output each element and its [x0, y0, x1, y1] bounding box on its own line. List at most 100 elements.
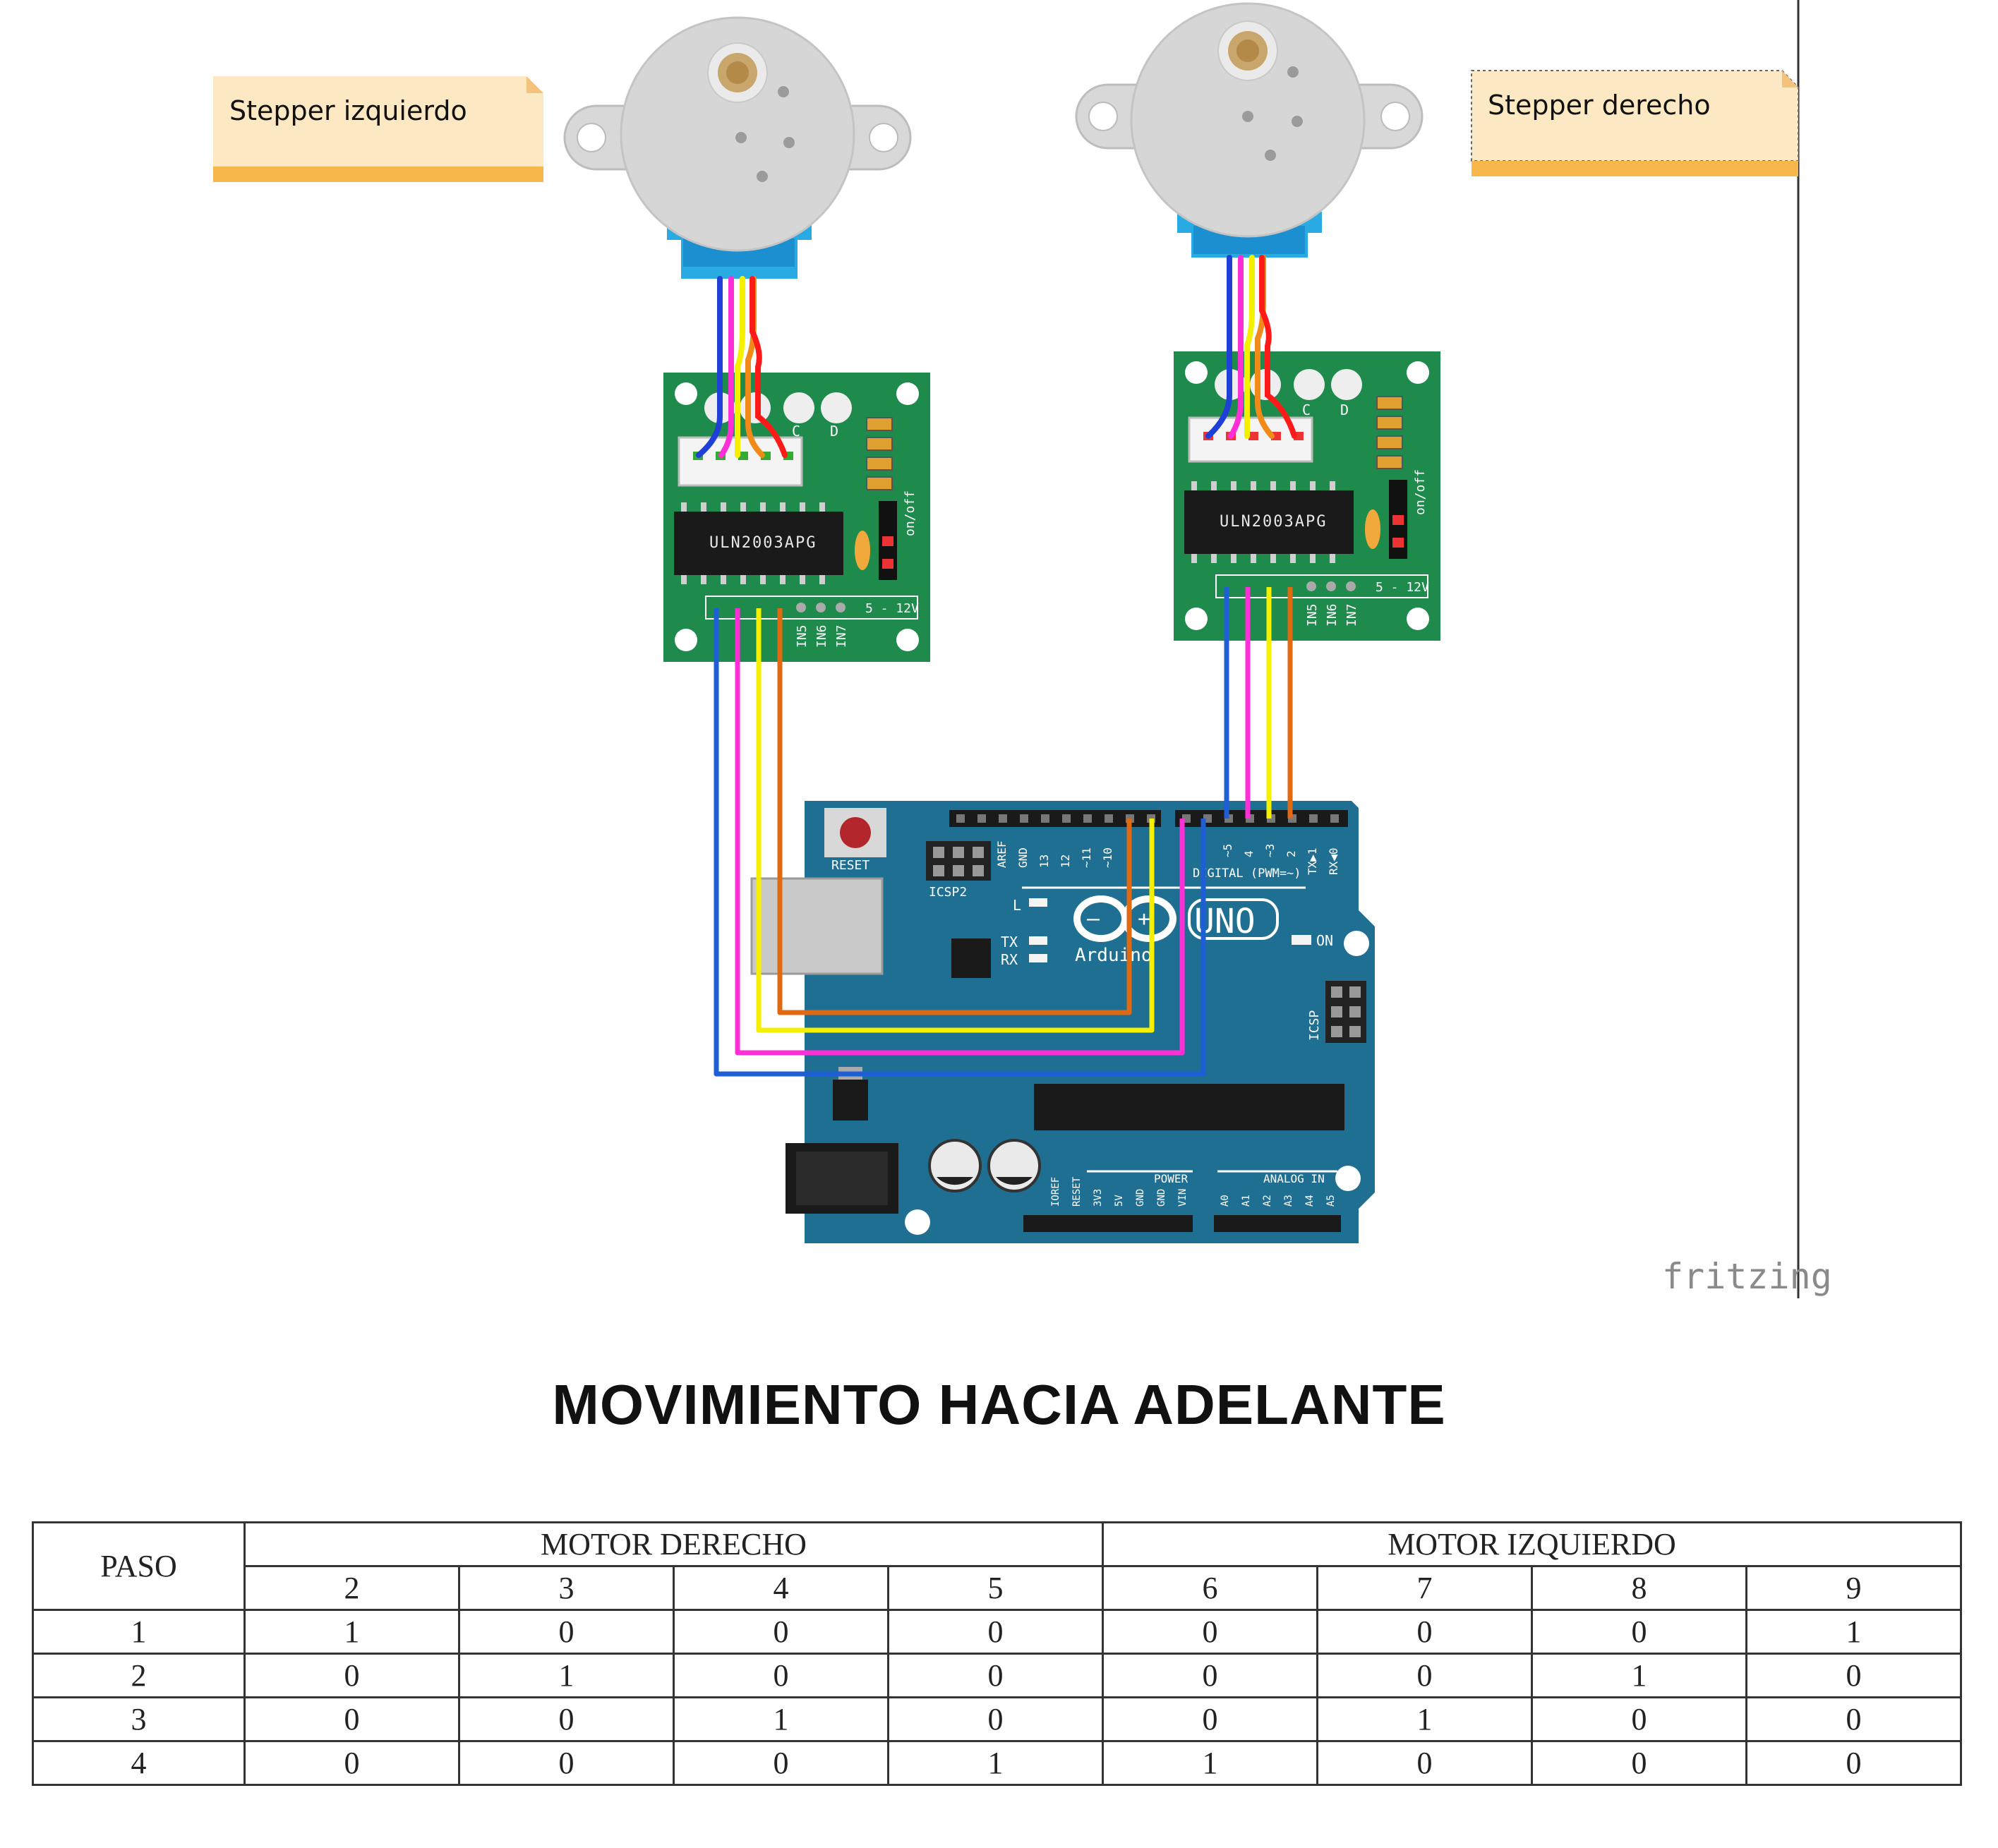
value-cell: 0: [1316, 1609, 1533, 1655]
pin-label: VIN: [1177, 1189, 1188, 1207]
pin-header: 9: [1745, 1565, 1962, 1611]
driver-board-right: C D ULN2003APG on/off 5 - 12V IN5 IN6 IN…: [1174, 351, 1440, 641]
pin-label: GND: [1135, 1189, 1146, 1207]
led-label-rx: RX: [1001, 951, 1018, 968]
value-cell: 0: [673, 1609, 889, 1655]
table-pin-row: 2 3 4 5 6 7 8 9: [33, 1565, 1962, 1611]
analog-section-label: ANALOG IN: [1263, 1172, 1325, 1185]
pin-header: 6: [1102, 1565, 1318, 1611]
note-label: Stepper derecho: [1488, 90, 1711, 121]
value-cell: 1: [458, 1653, 675, 1698]
pin-header: 5: [887, 1565, 1104, 1611]
value-cell: 1: [1316, 1696, 1533, 1742]
pin-label: ~10: [1101, 847, 1114, 868]
value-cell: 0: [1102, 1653, 1318, 1698]
note-label: Stepper izquierdo: [229, 95, 467, 126]
pin-header: 4: [673, 1565, 889, 1611]
section-title: MOVIMIENTO HACIA ADELANTE: [552, 1373, 1446, 1436]
input-label: IN7: [834, 624, 849, 648]
icsp-label: ICSP: [1307, 1010, 1322, 1041]
pin-label: A3: [1283, 1195, 1294, 1207]
pin-label: 13: [1037, 854, 1051, 868]
motor-wires-right: [1205, 255, 1297, 439]
value-cell: 1: [243, 1609, 460, 1655]
step-cell: 2: [32, 1653, 246, 1698]
value-cell: 0: [243, 1696, 460, 1742]
stepper-motor-left: [563, 16, 912, 279]
pin-label: 4: [1242, 850, 1256, 857]
control-wires-left: [714, 608, 1206, 1077]
led-label: D: [1340, 401, 1349, 418]
power-label: 5 - 12V: [865, 601, 919, 616]
power-label: 5 - 12V: [1376, 580, 1429, 595]
step-sequence-table: PASO MOTOR DERECHO MOTOR IZQUIERDO 2 3 4…: [32, 1521, 1962, 1786]
step-cell: 1: [32, 1609, 246, 1655]
value-cell: 0: [673, 1653, 889, 1698]
value-cell: 1: [1745, 1609, 1962, 1655]
pin-label: A0: [1220, 1195, 1231, 1207]
power-section-label: POWER: [1154, 1172, 1188, 1185]
input-label: IN5: [1305, 603, 1320, 627]
pin-header: 3: [458, 1565, 675, 1611]
value-cell: 0: [1745, 1740, 1962, 1786]
pin-label: 2: [1284, 850, 1298, 857]
table-row: 4 0 0 0 1 1 0 0 0: [32, 1740, 1962, 1786]
value-cell: 0: [458, 1609, 675, 1655]
value-cell: 0: [1102, 1609, 1318, 1655]
value-cell: 0: [1102, 1696, 1318, 1742]
table-header-row: PASO MOTOR DERECHO MOTOR IZQUIERDO: [32, 1521, 1962, 1611]
brand-label: Arduino: [1075, 945, 1153, 966]
step-cell: 4: [32, 1740, 246, 1786]
arduino-logo: [1073, 895, 1176, 942]
pin-header: 8: [1531, 1565, 1747, 1611]
motor-wires-left: [696, 276, 788, 458]
jumper-label: on/off: [1413, 469, 1428, 515]
value-cell: 1: [1102, 1740, 1318, 1786]
value-cell: 0: [1745, 1653, 1962, 1698]
on-label: ON: [1316, 932, 1333, 949]
value-cell: 0: [887, 1653, 1104, 1698]
pin-label: RESET: [1071, 1176, 1083, 1207]
value-cell: 0: [673, 1740, 889, 1786]
arduino-uno: RESET ICSP 2 L TX RX AREF GND 13 12 ~11: [750, 801, 1375, 1243]
value-cell: 1: [673, 1696, 889, 1742]
reset-label: RESET: [831, 858, 869, 873]
value-cell: 0: [1316, 1653, 1533, 1698]
table-row: 3 0 0 1 0 0 1 0 0: [32, 1696, 1962, 1742]
note-stepper-derecho[interactable]: Stepper derecho: [1471, 70, 1799, 176]
pin-label: 5V: [1114, 1195, 1125, 1207]
value-cell: 0: [1531, 1740, 1747, 1786]
chip-label: ULN2003APG: [709, 534, 817, 552]
pin-label: TX▶1: [1306, 847, 1319, 875]
chip-label: ULN2003APG: [1220, 513, 1327, 531]
pin-label: ~3: [1263, 844, 1277, 857]
value-cell: 0: [1531, 1609, 1747, 1655]
led-label-tx: TX: [1001, 934, 1018, 950]
pin-label: 12: [1059, 854, 1072, 868]
table-row: 1 1 0 0 0 0 0 0 1: [32, 1609, 1962, 1655]
value-cell: 0: [458, 1740, 675, 1786]
pin-label: 3V3: [1093, 1189, 1104, 1207]
note-stepper-izquierdo[interactable]: Stepper izquierdo: [213, 76, 543, 182]
pin-label: A4: [1304, 1195, 1316, 1207]
table-row: 2 0 1 0 0 0 0 1 0: [32, 1653, 1962, 1698]
pin-label: GND: [1156, 1189, 1167, 1207]
value-cell: 0: [243, 1740, 460, 1786]
pin-label: ~11: [1080, 847, 1093, 868]
pin-label: GND: [1016, 847, 1030, 868]
led-label-l: L: [1013, 897, 1021, 914]
pin-label: AREF: [995, 840, 1009, 868]
motor-izquierdo-header: MOTOR IZQUIERDO: [1102, 1521, 1962, 1567]
value-cell: 0: [887, 1696, 1104, 1742]
motor-derecho-header: MOTOR DERECHO: [243, 1521, 1104, 1567]
value-cell: 0: [1745, 1696, 1962, 1742]
value-cell: 1: [887, 1740, 1104, 1786]
led-label: C: [792, 423, 800, 440]
pin-label: RX◀0: [1327, 847, 1340, 875]
wiring-diagram: Stepper izquierdo Stepper derecho: [213, 0, 1832, 1298]
jumper-label: on/off: [903, 490, 917, 536]
pin-label: A1: [1241, 1195, 1252, 1207]
value-cell: 0: [1316, 1740, 1533, 1786]
input-label: IN6: [814, 624, 829, 648]
pin-header: 7: [1316, 1565, 1533, 1611]
